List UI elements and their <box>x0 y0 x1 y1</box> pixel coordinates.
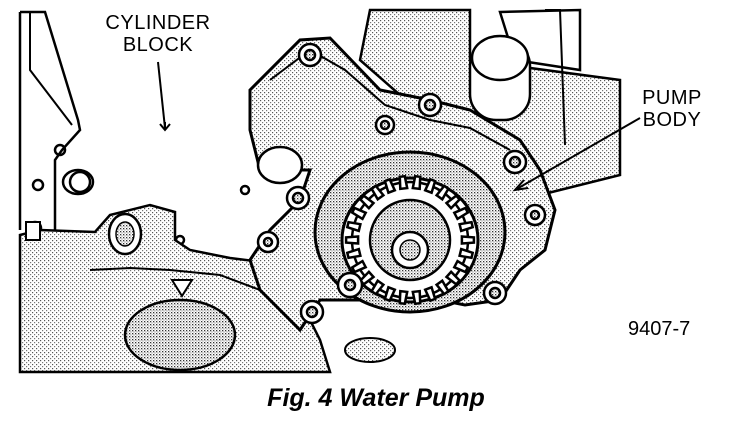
pump-gear <box>344 174 476 306</box>
cylinder-block-label: CYLINDER BLOCK <box>78 12 238 56</box>
pump-bolts <box>256 42 547 325</box>
coolant-hose <box>358 8 622 202</box>
gear-tooth <box>444 194 462 211</box>
pump-body-label-line2: BODY <box>642 109 702 131</box>
pump-body-label-line1: PUMP <box>642 87 702 109</box>
pump-body-leader <box>514 117 641 191</box>
gear-tooth <box>444 269 462 286</box>
gear-tooth <box>460 235 476 245</box>
gear-tooth <box>350 259 368 274</box>
gear-tooth <box>369 278 386 296</box>
gear-tooth <box>345 247 362 260</box>
gear-tooth <box>458 220 475 233</box>
gear-tooth <box>434 278 451 296</box>
cylinder-block-label-line2: BLOCK <box>122 34 194 56</box>
gear-tooth <box>358 194 376 211</box>
cylinder-block-label-line1: CYLINDER <box>105 12 211 34</box>
cylinder-block-leader <box>157 61 166 129</box>
gear-tooth <box>344 235 360 245</box>
figure-caption: Fig. 4 Water Pump <box>267 384 485 412</box>
pump-body <box>248 36 557 363</box>
gear-tooth <box>383 285 397 303</box>
gear-tooth <box>345 220 362 233</box>
gear-tooth <box>398 174 409 191</box>
figure-reference-number: 9407-7 <box>628 318 691 340</box>
gear-tooth <box>411 174 422 191</box>
timing-cover <box>18 203 332 374</box>
gear-tooth <box>369 184 386 202</box>
pump-body-label: PUMP BODY <box>612 87 732 131</box>
gear-tooth <box>411 289 422 306</box>
gear-tooth <box>383 177 397 195</box>
gear-tooth <box>452 206 470 221</box>
gear-tooth <box>398 289 409 306</box>
gear-tooth <box>423 285 437 303</box>
gear-tooth <box>350 206 368 221</box>
leader-lines <box>157 61 641 192</box>
gear-tooth <box>423 177 437 195</box>
gear-tooth <box>452 259 470 274</box>
gear-tooth <box>458 247 475 260</box>
gear-tooth <box>434 184 451 202</box>
